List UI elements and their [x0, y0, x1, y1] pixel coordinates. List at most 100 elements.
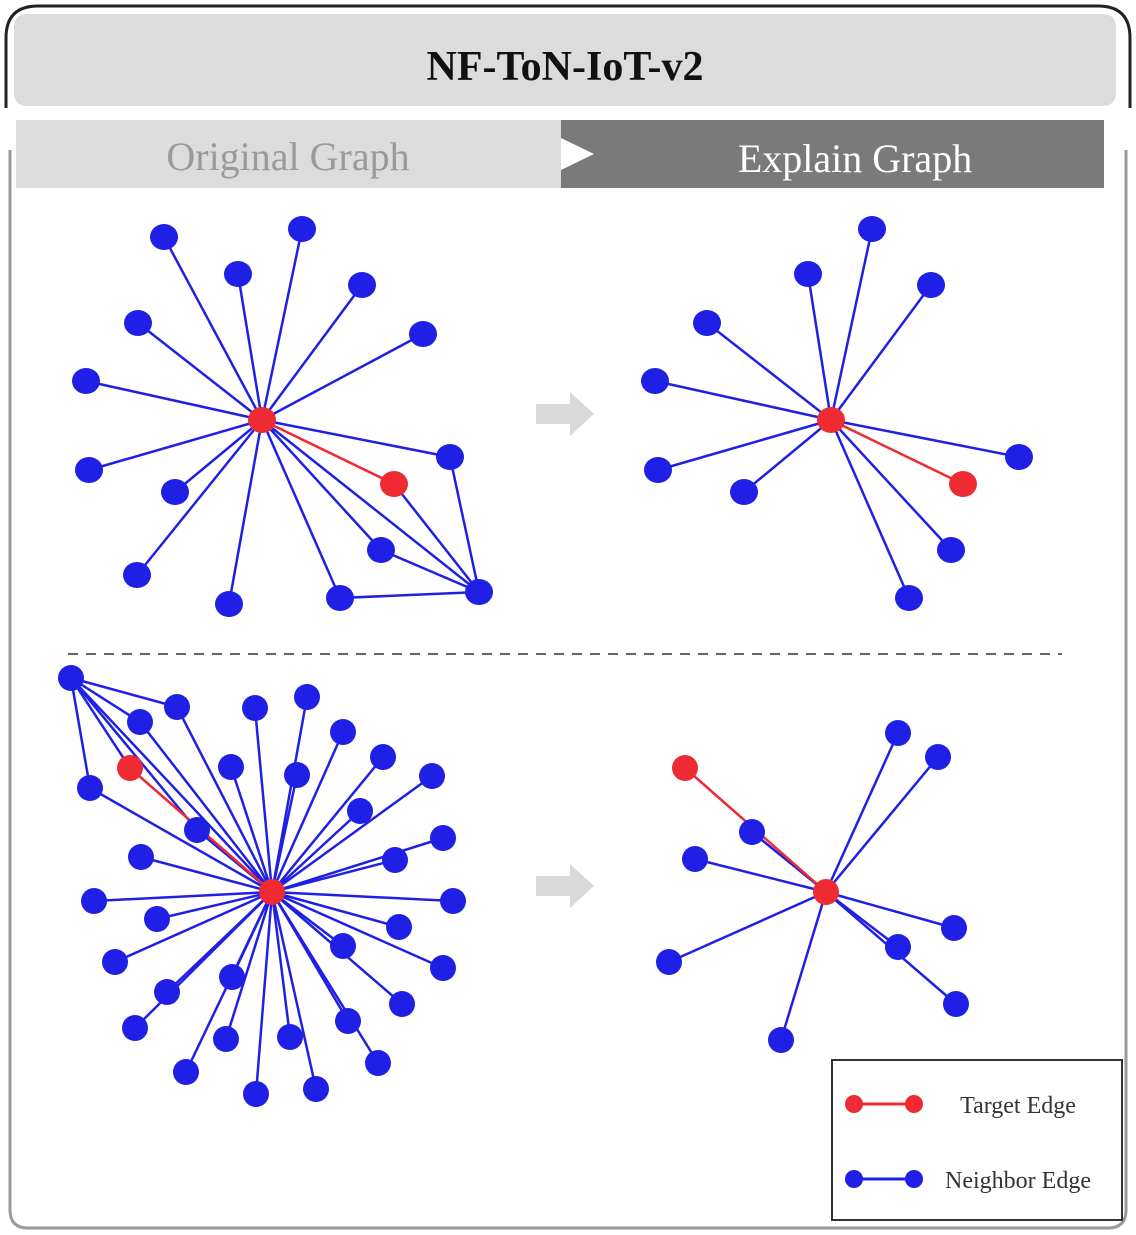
- neighbor-edge: [139, 721, 273, 893]
- neighbor-edge: [261, 419, 382, 551]
- neighbor-node: [367, 537, 395, 563]
- neighbor-node: [161, 479, 189, 505]
- center-node: [248, 407, 276, 433]
- legend-neighbor-node: [845, 1170, 863, 1188]
- target-edge: [261, 418, 395, 486]
- neighbor-node: [294, 684, 320, 710]
- neighbor-node: [409, 321, 437, 347]
- neighbor-edge: [253, 707, 274, 893]
- neighbor-node: [943, 991, 969, 1017]
- neighbor-edge: [270, 774, 299, 893]
- neighbor-edge: [657, 418, 832, 472]
- neighbor-edge: [260, 228, 304, 421]
- neighbor-node: [430, 955, 456, 981]
- neighbor-node: [768, 1027, 794, 1053]
- neighbor-edge: [69, 677, 92, 789]
- neighbor-node: [330, 933, 356, 959]
- neighbor-node: [895, 585, 923, 611]
- tab-original-label: Original Graph: [166, 134, 409, 179]
- neighbor-node: [365, 1050, 391, 1076]
- center-node: [259, 879, 285, 905]
- neighbor-edge: [829, 228, 874, 421]
- neighbor-edge: [69, 677, 132, 769]
- neighbor-node: [941, 915, 967, 941]
- neighbor-edge: [88, 418, 263, 472]
- neighbor-edge: [85, 379, 263, 422]
- legend-target-label: Target Edge: [960, 1093, 1076, 1119]
- original-graph-2: [58, 665, 466, 1107]
- neighbor-node: [284, 762, 310, 788]
- neighbor-edge: [93, 890, 273, 903]
- neighbor-edge: [227, 419, 264, 605]
- target-node: [117, 755, 143, 781]
- neighbor-node: [347, 798, 373, 824]
- neighbor-edge: [668, 890, 827, 964]
- neighbor-edge: [261, 419, 480, 593]
- neighbor-node: [184, 817, 210, 843]
- target-node: [949, 471, 977, 497]
- neighbor-node: [81, 888, 107, 914]
- neighbor-edge: [271, 756, 384, 893]
- neighbor-edge: [70, 677, 198, 831]
- neighbor-edge: [137, 322, 263, 421]
- neighbor-edge: [260, 284, 364, 421]
- neighbor-edge: [114, 890, 273, 964]
- legend-neighbor-label: Neighbor Edge: [945, 1168, 1091, 1194]
- arrow-right-icon: [536, 864, 594, 908]
- neighbor-edge: [156, 890, 273, 921]
- original-graph-1: [72, 216, 493, 617]
- neighbor-edge: [743, 419, 832, 493]
- tab-explain-label: Explain Graph: [738, 136, 972, 181]
- neighbor-node: [144, 906, 170, 932]
- neighbor-edge: [339, 590, 480, 600]
- neighbor-edge: [806, 273, 833, 421]
- neighbor-node: [330, 719, 356, 745]
- neighbor-node: [102, 949, 128, 975]
- neighbor-node: [58, 665, 84, 691]
- neighbor-edge: [706, 322, 832, 421]
- neighbor-edge: [825, 756, 939, 893]
- neighbor-edge: [89, 786, 273, 894]
- neighbor-node: [75, 457, 103, 483]
- neighbor-edge: [224, 891, 274, 1040]
- neighbor-edge: [393, 483, 480, 593]
- neighbor-edge: [261, 418, 451, 459]
- tab-original-bg: [16, 120, 561, 188]
- neighbor-edge: [70, 677, 273, 893]
- neighbor-node: [124, 310, 152, 336]
- neighbor-node: [656, 949, 682, 975]
- neighbor-edge: [380, 548, 480, 594]
- neighbor-node: [219, 964, 245, 990]
- neighbor-edge: [261, 332, 424, 422]
- legend-target-node: [905, 1095, 923, 1113]
- neighbor-edge: [229, 766, 274, 893]
- neighbor-edge: [270, 891, 318, 1090]
- neighbor-node: [164, 694, 190, 720]
- title-frame: [4, 4, 1132, 108]
- neighbor-edge: [654, 379, 832, 422]
- neighbor-node: [419, 763, 445, 789]
- neighbor-edge: [254, 891, 274, 1095]
- arrow-right-icon: [536, 392, 594, 436]
- legend-neighbor-node: [905, 1170, 923, 1188]
- title-banner: [14, 14, 1116, 106]
- neighbor-node: [370, 744, 396, 770]
- neighbor-node: [348, 272, 376, 298]
- neighbor-edge: [70, 676, 178, 709]
- neighbor-node: [242, 695, 268, 721]
- neighbor-edge: [830, 418, 1020, 459]
- neighbor-node: [739, 819, 765, 845]
- neighbor-edge: [271, 890, 400, 929]
- neighbor-edge: [694, 857, 827, 894]
- neighbor-edge: [136, 419, 263, 576]
- tab-explain-bg: [561, 120, 1104, 188]
- neighbor-node: [277, 1024, 303, 1050]
- neighbor-node: [1005, 444, 1033, 470]
- figure-title: NF-ToN-IoT-v2: [427, 44, 704, 90]
- neighbor-node: [128, 844, 154, 870]
- neighbor-node: [389, 991, 415, 1017]
- neighbor-node: [794, 261, 822, 287]
- neighbor-edge: [829, 284, 933, 421]
- neighbor-edge: [779, 891, 828, 1041]
